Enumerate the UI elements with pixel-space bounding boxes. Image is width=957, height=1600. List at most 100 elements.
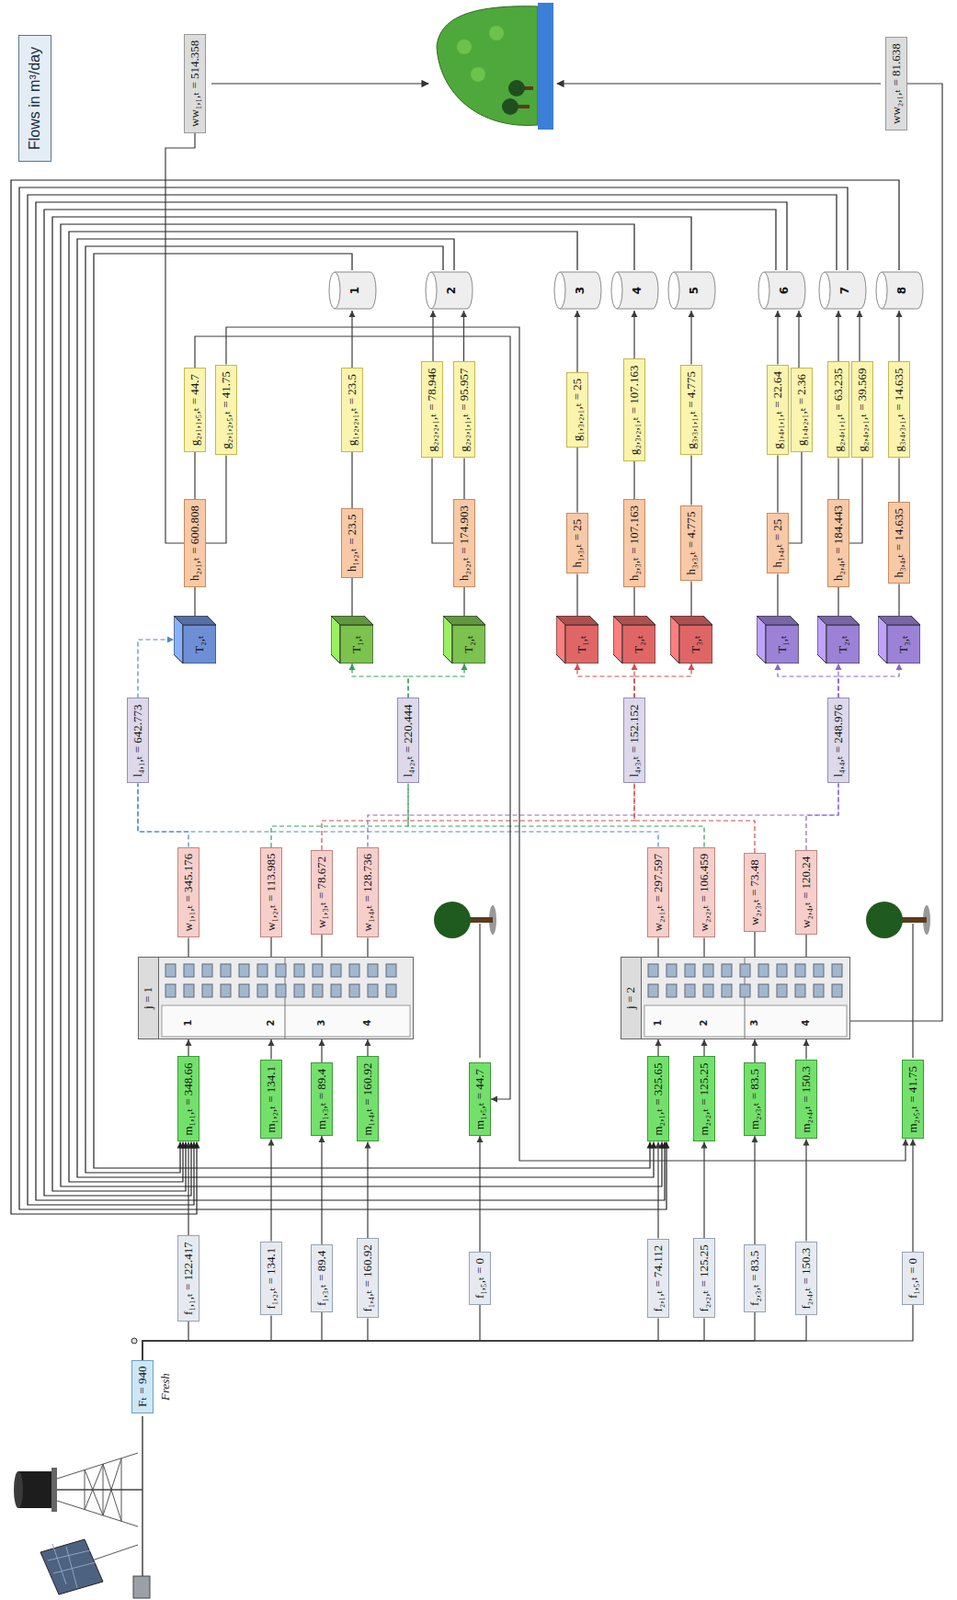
node-text: m₁,₁,ₜ = 348.66 xyxy=(181,1062,195,1136)
tank-lid xyxy=(329,272,341,309)
pipe-connector xyxy=(187,938,189,958)
node-text: h₃,₃,ₜ = 4.775 xyxy=(683,512,698,576)
arrowhead xyxy=(349,663,356,671)
node-text: l₄,₃,ₜ = 152.152 xyxy=(626,704,641,777)
node-text: f₂,₄,ₜ = 150.3 xyxy=(798,1248,813,1311)
node-text: f₁,₄,ₜ = 160.92 xyxy=(360,1244,375,1312)
hedge xyxy=(456,39,472,55)
building-shape xyxy=(137,957,414,1040)
pipe-connector xyxy=(320,1136,322,1245)
arrowhead xyxy=(430,310,437,318)
arrowhead xyxy=(193,1142,201,1150)
node-text: f₁,₅,ₜ = 0 xyxy=(472,1258,487,1299)
window xyxy=(202,964,213,978)
pipe-connector xyxy=(137,639,174,699)
cube-side xyxy=(756,615,799,626)
arrowhead xyxy=(835,310,843,318)
arrowhead xyxy=(631,310,638,318)
wastewater-flow-label: w₂,₁,ₜ = 297.597 xyxy=(647,847,670,939)
demand-flow-label: m₁,₁,ₜ = 348.66 xyxy=(177,1056,200,1142)
arrowhead xyxy=(896,310,903,318)
reuse-flow-label: g₁,₄,₁,₁,ₜ = 22.64 xyxy=(766,364,789,456)
pipe-connector xyxy=(35,202,787,1201)
window xyxy=(330,964,342,978)
arrowhead xyxy=(167,637,174,644)
window xyxy=(386,964,397,978)
discharge-pipe xyxy=(211,82,429,84)
treatment-unit: T₁,ₜ xyxy=(756,615,799,664)
node-text: T₂,ₜ xyxy=(192,635,207,654)
arrowhead xyxy=(268,1139,275,1147)
tree-trunk xyxy=(467,917,493,923)
pipe-connector xyxy=(408,663,465,699)
pipe-connector xyxy=(463,458,465,501)
treatment-unit: T₂,ₜ xyxy=(173,615,217,664)
window xyxy=(367,964,378,978)
discharge-flow-label: ww₂,₁,ₜ = 81.638 xyxy=(885,36,908,131)
node-text: h₁,₃,ₜ = 25 xyxy=(569,519,584,569)
window xyxy=(776,964,787,978)
pipe-connector xyxy=(576,574,578,617)
pipe-connector xyxy=(137,784,659,848)
pipe-connector xyxy=(142,1319,368,1362)
treatment-unit: T₃,ₜ xyxy=(877,615,921,664)
cube-side xyxy=(817,615,860,626)
fresh-flow-label: f₁,₃,ₜ = 89.4 xyxy=(310,1244,333,1313)
cube-side xyxy=(330,615,374,626)
wastewater-flow-label: w₁,₄,ₜ = 128.736 xyxy=(356,847,379,939)
pipe-connector xyxy=(27,194,837,1206)
appliance-panel xyxy=(161,1005,411,1037)
pipe-connector xyxy=(690,455,692,506)
window xyxy=(165,984,176,998)
arrowhead xyxy=(701,1142,708,1150)
wastewater-flow-label: w₂,₃,ₜ = 73.48 xyxy=(743,853,766,933)
treated-flow-label: h₃,₄,ₜ = 14.635 xyxy=(888,501,911,584)
node-text: w₂,₁,ₜ = 297.597 xyxy=(650,854,665,933)
arrowhead xyxy=(701,1039,708,1047)
arrowhead xyxy=(268,1039,275,1047)
pipe-connector xyxy=(142,1316,272,1362)
fresh-flow-label: f₁,₅,ₜ = 0 xyxy=(468,1252,491,1306)
pipe-connector xyxy=(776,574,778,617)
pipe-connector xyxy=(478,1136,480,1253)
arrowhead xyxy=(349,310,356,318)
reuse-flow-label: g₁,₂,₂,₁,ₜ = 23.5 xyxy=(341,367,364,453)
window xyxy=(721,984,732,998)
use-number: 3 xyxy=(749,1020,761,1027)
treatment-unit: T₂,ₜ xyxy=(613,615,656,664)
reuse-flow-label: g₁,₃,₂,₁,ₜ = 25 xyxy=(566,372,589,448)
node-text: w₂,₃,ₜ = 73.48 xyxy=(747,859,762,926)
reuse-flow-label: g₃,₃,₁,₁,ₜ = 4.775 xyxy=(680,364,703,456)
node-text: j = 2 xyxy=(623,987,638,1010)
storage-tank: 5 xyxy=(665,270,718,311)
node-text: 1 xyxy=(347,286,363,295)
pipe-connector xyxy=(142,1319,705,1362)
treated-flow-label: h₃,₃,ₜ = 4.775 xyxy=(680,505,703,582)
window xyxy=(721,964,732,978)
node-text: Fₜ = 940 xyxy=(135,1367,149,1408)
pipe-connector xyxy=(838,663,900,699)
tank-lid xyxy=(819,272,831,309)
demand-flow-label: m₂,₅,ₜ = 41.75 xyxy=(901,1059,924,1140)
reuse-flow-label: g₂,₄,₁,₁,ₜ = 63.235 xyxy=(827,361,850,458)
use-number: 3 xyxy=(316,1020,328,1027)
arrowhead xyxy=(663,1142,671,1150)
node-text: m₁,₅,ₜ = 44.7 xyxy=(472,1069,487,1130)
node-text: f₂,₂,ₜ = 125.25 xyxy=(696,1244,711,1312)
water-tower xyxy=(13,1338,150,1599)
fresh-flow-label: f₁,₁,ₜ = 122.417 xyxy=(177,1235,200,1322)
window xyxy=(648,964,659,978)
node-text: w₁,₃,ₜ = 78.672 xyxy=(314,856,329,929)
use-number: 2 xyxy=(265,1020,277,1027)
tank-body xyxy=(431,272,473,309)
node-text: m₂,₂,ₜ = 125.25 xyxy=(696,1062,711,1136)
irrigation-pipe xyxy=(479,923,913,1059)
fresh-flow-label: f₂,₁,ₜ = 74.112 xyxy=(647,1239,670,1320)
node-text: g₂,₁,₂,₅,ₜ = 41.75 xyxy=(218,371,233,450)
node-text: T₃,ₜ xyxy=(688,635,704,654)
cube-side xyxy=(613,615,656,626)
window xyxy=(165,964,176,978)
tank-body xyxy=(824,272,866,309)
cube-front xyxy=(679,625,713,664)
node-text: w₁,₁,ₜ = 345.176 xyxy=(181,854,195,933)
